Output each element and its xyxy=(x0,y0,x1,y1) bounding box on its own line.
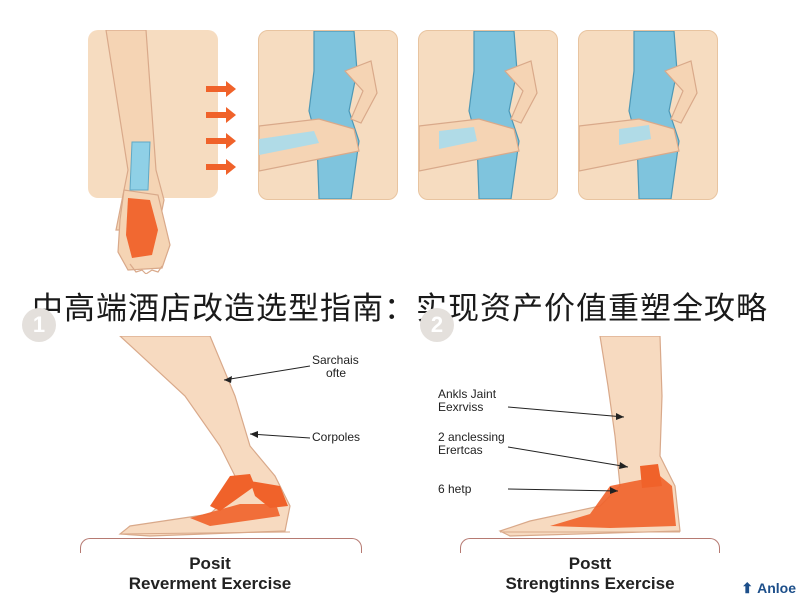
top-panel-step-1 xyxy=(258,30,398,200)
leg-taping-illustration xyxy=(105,30,171,275)
right-annotation-lines xyxy=(507,406,629,494)
top-panel-step-2 xyxy=(418,30,558,200)
right-label-3: 6 hetp xyxy=(438,482,472,496)
taping-step-illustration xyxy=(419,31,538,199)
taping-step-illustration xyxy=(259,31,378,199)
right-title-line2: Strengtinns Exercise xyxy=(505,574,675,593)
right-label-1-line2: Eexrviss xyxy=(438,400,484,414)
left-label-1-line1: Sarchais xyxy=(312,353,359,367)
left-label-2: Corpoles xyxy=(312,430,361,444)
left-label-1-line2: ofte xyxy=(326,366,347,380)
right-title-line1: Postt xyxy=(568,554,612,573)
right-label-2-line1: 2 anclessing xyxy=(438,430,505,444)
left-exercise-illustration xyxy=(118,336,291,537)
left-label-1: Sarchais ofte xyxy=(312,354,359,380)
left-title-line1: Posit xyxy=(189,554,231,573)
right-exercise-title: Postt Strengtinns Exercise xyxy=(470,554,710,594)
right-label-2-line2: Erertcas xyxy=(438,443,483,457)
right-label-1: Ankls Jaint Eexrviss xyxy=(438,388,496,414)
corner-logo: ⬆ Anloe xyxy=(723,576,800,600)
step-badge-1: 1 xyxy=(22,308,56,342)
caption-title: 中高端酒店改造选型指南：实现资产价值重塑全攻略 xyxy=(32,290,768,327)
left-annotation-lines xyxy=(223,365,311,439)
caption-band: 中高端酒店改造选型指南：实现资产价值重塑全攻略 xyxy=(0,274,800,336)
top-panel-step-3 xyxy=(578,30,718,200)
exercise-mat-left xyxy=(80,538,362,553)
progression-arrows xyxy=(206,81,236,175)
left-title-line2: Reverment Exercise xyxy=(128,574,292,593)
step-badge-2: 2 xyxy=(420,308,454,342)
right-label-1-line1: Ankls Jaint xyxy=(438,387,497,401)
right-label-2: 2 anclessing Erertcas xyxy=(438,431,505,457)
taping-step-illustration xyxy=(579,31,698,199)
exercise-mat-right xyxy=(460,538,720,553)
corner-logo-text: Anloe xyxy=(757,580,796,596)
left-exercise-title: Posit Reverment Exercise xyxy=(90,554,330,594)
right-exercise-illustration xyxy=(498,336,681,537)
arrow-up-icon: ⬆ xyxy=(741,579,754,596)
